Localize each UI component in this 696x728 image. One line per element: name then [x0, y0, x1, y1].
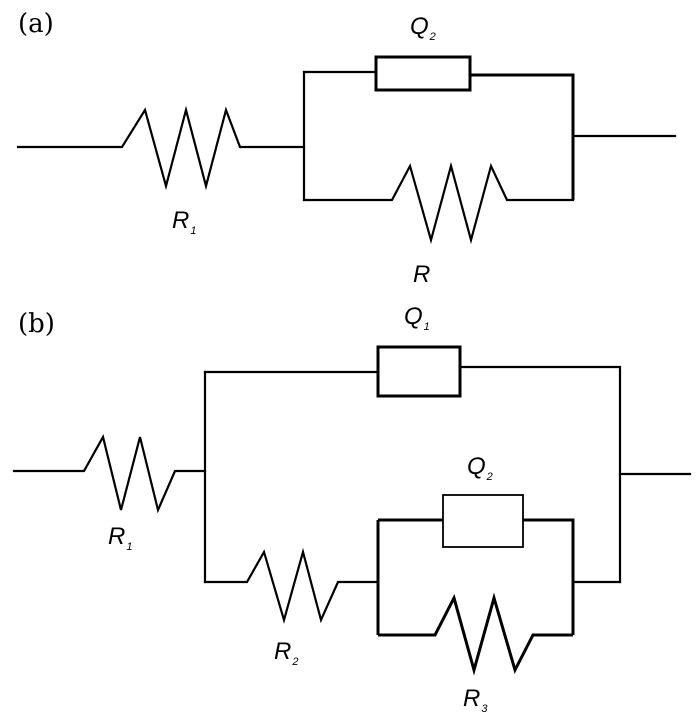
circuit-a-top-branch-right: [470, 73, 575, 200]
circuit-b-q1-element: [376, 345, 462, 398]
circuit-b-q2-element: [442, 494, 524, 548]
circuit-b-r1-resistor: [12, 434, 207, 514]
circuit-a-r2-label: R: [413, 261, 430, 288]
panel-b-label: (b): [18, 309, 55, 339]
circuit-b-r1-label: R1: [108, 523, 132, 553]
panel-a-label: (a): [18, 9, 54, 39]
circuit-a-r1-label: R1: [172, 207, 196, 237]
circuit-b-top-branch-right: [458, 365, 622, 584]
circuit-b-inner-top-right: [523, 518, 575, 635]
circuit-a-q2-label: Q2: [410, 13, 436, 43]
circuit-b-q2-label: Q2: [467, 453, 493, 483]
circuit-b-r3-resistor: [378, 592, 573, 676]
circuit-a-q2-element: [374, 55, 472, 92]
circuit-b-r2-resistor: [203, 547, 380, 624]
circuit-b-r2-label: R2: [274, 638, 298, 668]
circuit-b: (b) R1 Q1 R2 Q2: [12, 303, 692, 715]
circuit-a-r1-resistor: [16, 105, 306, 191]
circuit-a-r2-resistor: [302, 161, 575, 245]
circuit-a: (a) R1 Q2 R: [16, 9, 677, 288]
circuit-b-r3-label: R3: [463, 685, 488, 715]
circuit-b-q1-label: Q1: [404, 303, 430, 333]
